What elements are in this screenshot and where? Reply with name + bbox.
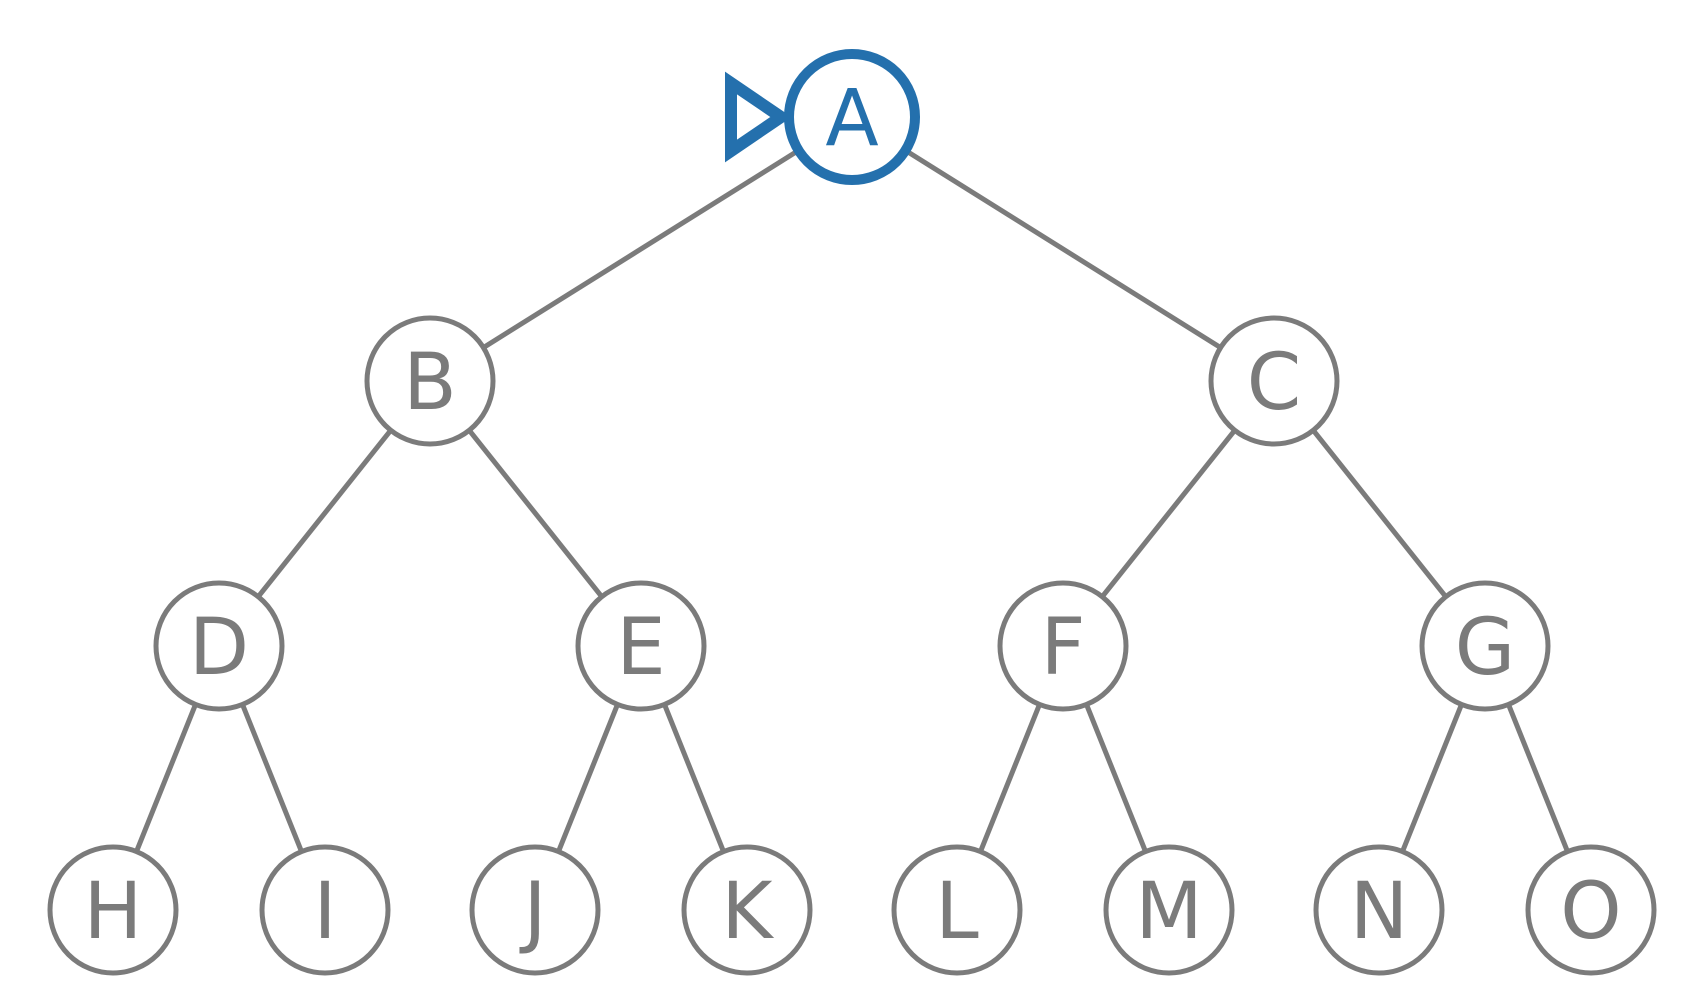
node-circle-o bbox=[1525, 844, 1657, 976]
node-circle-f bbox=[997, 580, 1129, 712]
tree-node-b: B bbox=[364, 315, 496, 447]
node-circle-e bbox=[575, 580, 707, 712]
tree-node-n: N bbox=[1313, 844, 1445, 976]
node-label-b: B bbox=[403, 338, 457, 428]
edge-e-j bbox=[556, 703, 620, 853]
tree-node-o: O bbox=[1525, 844, 1657, 976]
node-label-a: A bbox=[825, 74, 878, 164]
tree-node-f: F bbox=[997, 580, 1129, 712]
tree-node-i: I bbox=[259, 844, 391, 976]
node-label-o: O bbox=[1560, 867, 1621, 957]
node-circle-m bbox=[1103, 844, 1235, 976]
tree-node-m: M bbox=[1103, 844, 1235, 976]
tree-node-c: C bbox=[1208, 315, 1340, 447]
node-circle-n bbox=[1313, 844, 1445, 976]
node-label-i: I bbox=[313, 867, 336, 957]
tree-node-d: D bbox=[153, 580, 285, 712]
edge-b-d bbox=[256, 428, 393, 599]
triangle-pointer-icon bbox=[725, 71, 792, 163]
edge-d-i bbox=[240, 703, 304, 853]
current-node-pointer bbox=[725, 71, 792, 163]
node-circle-l bbox=[891, 844, 1023, 976]
tree-node-g: G bbox=[1419, 580, 1551, 712]
node-label-n: N bbox=[1350, 867, 1408, 957]
node-circle-k bbox=[681, 844, 813, 976]
edge-c-g bbox=[1311, 428, 1448, 599]
tree-node-k: K bbox=[681, 844, 813, 976]
node-label-e: E bbox=[616, 603, 665, 693]
node-label-l: L bbox=[935, 867, 979, 957]
node-circle-b bbox=[364, 315, 496, 447]
tree-node-j: J bbox=[469, 844, 601, 976]
node-label-f: F bbox=[1041, 603, 1086, 693]
node-circle-h bbox=[47, 844, 179, 976]
edge-f-l bbox=[978, 703, 1042, 853]
edge-a-b bbox=[482, 148, 800, 350]
tree-node-h: H bbox=[47, 844, 179, 976]
tree-node-l: L bbox=[891, 844, 1023, 976]
node-circle-j bbox=[469, 844, 601, 976]
edge-c-f bbox=[1100, 428, 1237, 599]
edge-g-o bbox=[1506, 703, 1570, 853]
node-label-c: C bbox=[1247, 338, 1301, 428]
edge-a-c bbox=[904, 148, 1222, 350]
node-label-g: G bbox=[1455, 603, 1515, 693]
edge-g-n bbox=[1400, 703, 1464, 853]
tree-edges bbox=[134, 148, 1570, 853]
edge-e-k bbox=[662, 703, 726, 853]
node-circle-c bbox=[1208, 315, 1340, 447]
edge-d-h bbox=[134, 703, 198, 853]
tree-node-a: A bbox=[784, 49, 920, 185]
node-circle-i bbox=[259, 844, 391, 976]
node-label-k: K bbox=[721, 867, 774, 957]
edge-f-m bbox=[1084, 703, 1148, 853]
tree-nodes: A B C D E F G H I J K L M N O bbox=[47, 49, 1657, 976]
edge-b-e bbox=[467, 428, 604, 599]
node-label-h: H bbox=[84, 867, 143, 957]
node-label-m: M bbox=[1135, 867, 1202, 957]
node-circle-d bbox=[153, 580, 285, 712]
node-label-j: J bbox=[518, 867, 546, 957]
node-label-d: D bbox=[189, 603, 249, 693]
node-circle-g bbox=[1419, 580, 1551, 712]
tree-node-e: E bbox=[575, 580, 707, 712]
